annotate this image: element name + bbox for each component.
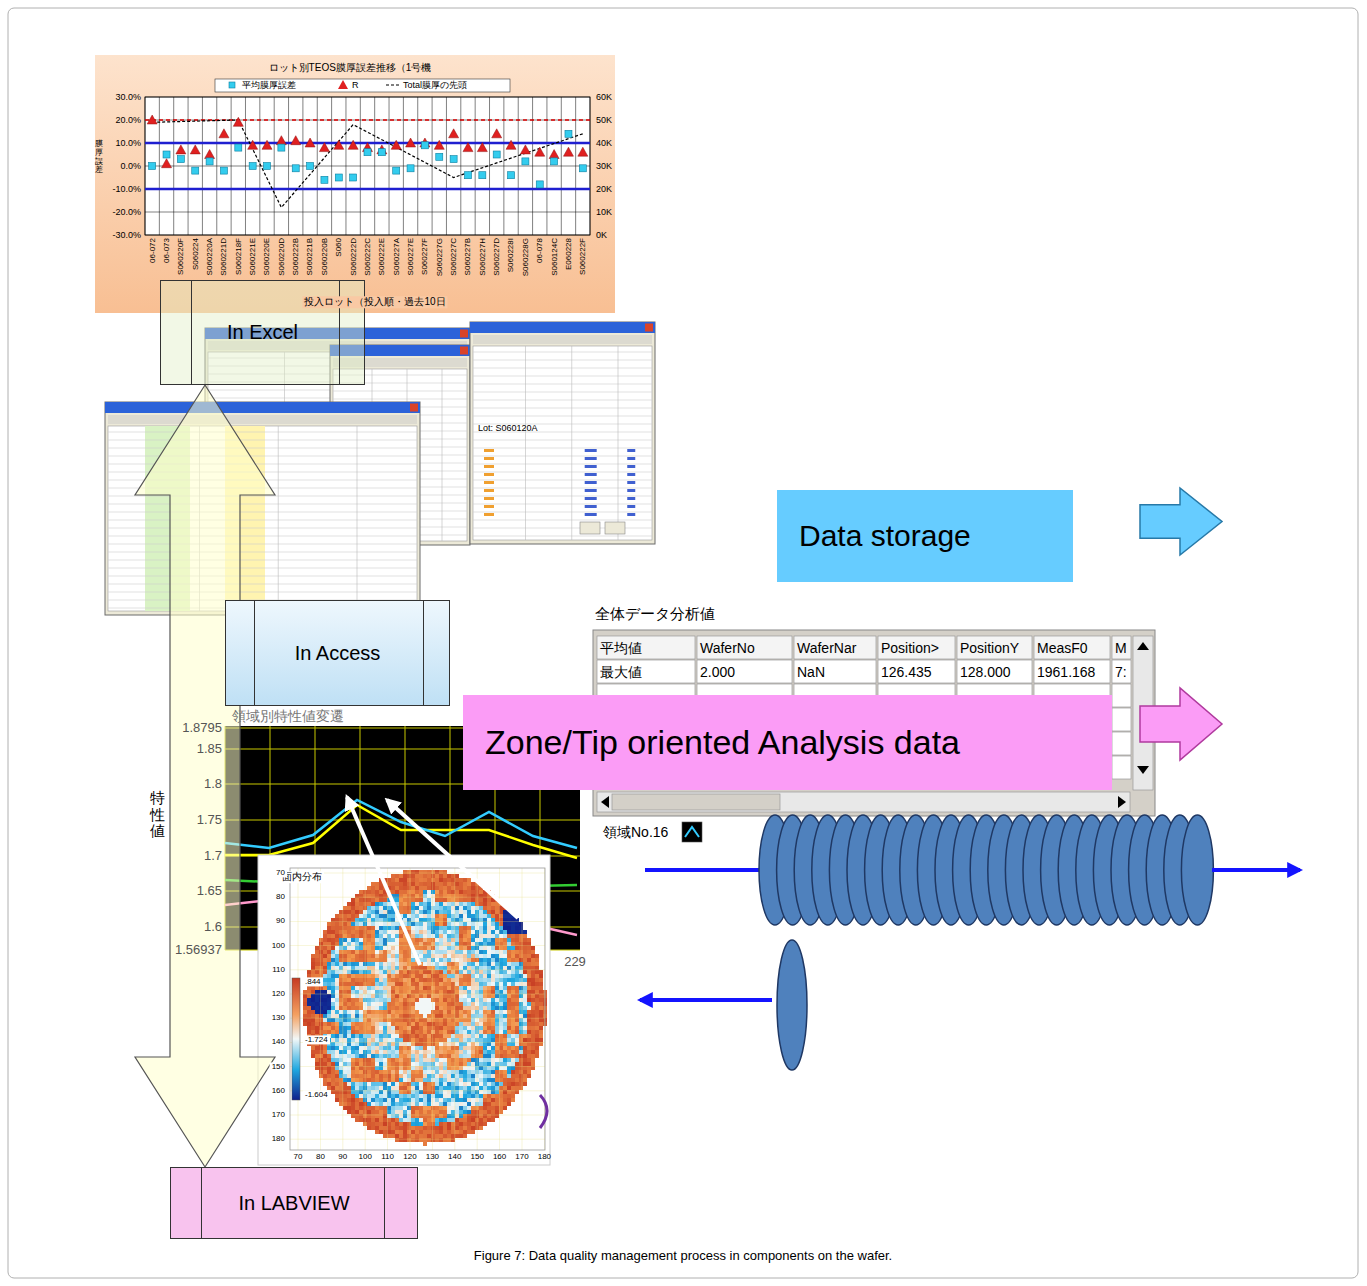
figure-page: In ExcelIn AccessIn LABVIEWData storageZ… [0,0,1367,1286]
